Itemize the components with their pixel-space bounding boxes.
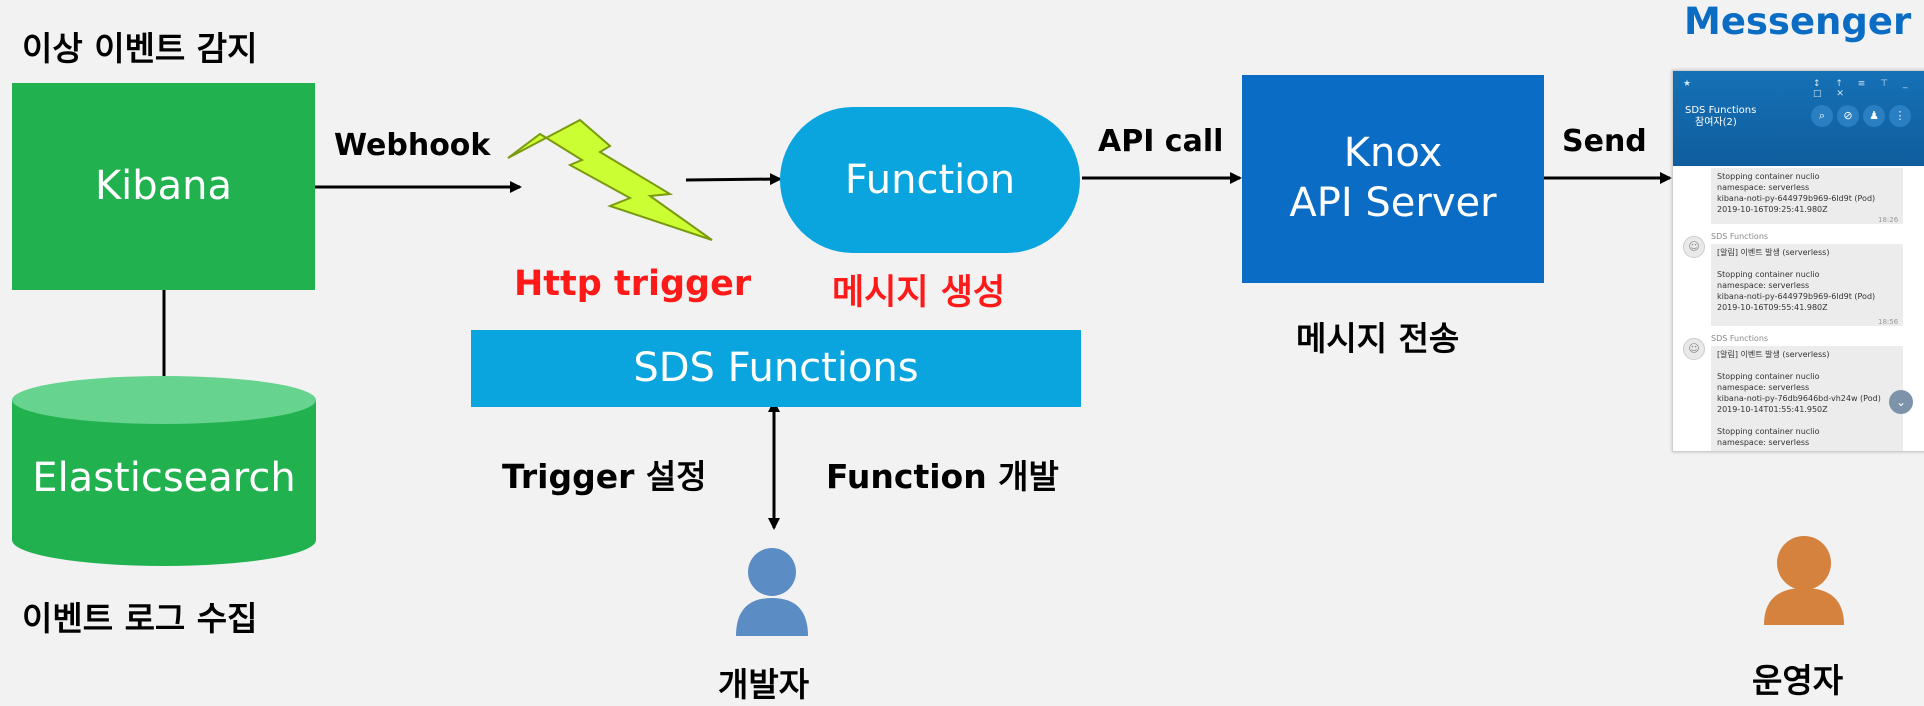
knox-api-server-node: Knox API Server: [1242, 75, 1544, 283]
message-bubble: [알림] 이벤트 발생 (serverless) Stopping contai…: [1711, 346, 1903, 451]
sender-avatar-icon: ☺: [1683, 338, 1705, 360]
chat-title-line1: SDS Functions: [1685, 105, 1757, 116]
api-call-label: API call: [1098, 124, 1224, 159]
kibana-label: Kibana: [94, 163, 233, 209]
message-sender: SDS Functions: [1711, 232, 1769, 241]
function-node: Function: [780, 107, 1080, 253]
webhook-label: Webhook: [334, 128, 491, 163]
message-time: 18:26: [1878, 216, 1899, 224]
elasticsearch-label: Elasticsearch: [32, 455, 296, 501]
message-bubble: Stopping container nuclio namespace: ser…: [1711, 168, 1903, 224]
chat-title: SDS Functions 참여자(2): [1685, 105, 1756, 129]
event-log-collect-label: 이벤트 로그 수집: [22, 599, 258, 638]
pin-icon: ★: [1683, 79, 1692, 89]
kibana-node: Kibana: [12, 83, 315, 290]
scroll-down-icon[interactable]: ⌄: [1889, 390, 1913, 414]
elasticsearch-cylinder: [12, 376, 316, 566]
messenger-titlebar: ★ ↕ ↑ ≡ ⊤ _ □ ✕ SDS Functions 참여자(2) ⌕ ⊘…: [1673, 71, 1924, 166]
message-sender: SDS Functions: [1711, 334, 1769, 343]
lightning-icon: [507, 118, 713, 241]
add-user-icon[interactable]: ♟: [1863, 105, 1885, 127]
block-icon[interactable]: ⊘: [1837, 105, 1859, 127]
developer-label: 개발자: [718, 665, 810, 704]
trigger-setting-label: Trigger 설정: [502, 457, 707, 496]
send-label: Send: [1562, 124, 1647, 159]
chat-title-line2: 참여자(2): [1695, 117, 1737, 128]
chat-body: Stopping container nuclio namespace: ser…: [1673, 166, 1924, 451]
developer-person-icon: [736, 548, 808, 636]
message-send-label: 메시지 전송: [1296, 319, 1460, 358]
operator-label: 운영자: [1752, 661, 1844, 700]
message-bubble: [알림] 이벤트 발생 (serverless) Stopping contai…: [1711, 244, 1903, 326]
knox-label-line2: API Server: [1289, 180, 1497, 226]
more-icon[interactable]: ⋮: [1889, 105, 1911, 127]
http-trigger-label: Http trigger: [514, 264, 752, 304]
window-controls-icon[interactable]: ↕ ↑ ≡ ⊤ _ □ ✕: [1813, 79, 1914, 99]
operator-person-icon: [1764, 536, 1844, 625]
sender-avatar-icon: ☺: [1683, 236, 1705, 258]
search-icon[interactable]: ⌕: [1811, 105, 1833, 127]
trigger-to-function-arrow: [685, 173, 782, 186]
function-dev-label: Function 개발: [826, 457, 1059, 496]
messenger-window: ★ ↕ ↑ ≡ ⊤ _ □ ✕ SDS Functions 참여자(2) ⌕ ⊘…: [1672, 70, 1924, 452]
sds-functions-label: SDS Functions: [633, 345, 919, 391]
sds-functions-bar: SDS Functions: [471, 330, 1081, 407]
message-create-label: 메시지 생성: [832, 273, 1006, 313]
anomaly-detect-label: 이상 이벤트 감지: [22, 29, 258, 68]
messenger-title: Messenger: [1684, 0, 1912, 43]
function-label: Function: [844, 157, 1016, 203]
knox-label-line1: Knox: [1343, 130, 1443, 176]
message-time: 18:56: [1878, 318, 1899, 326]
